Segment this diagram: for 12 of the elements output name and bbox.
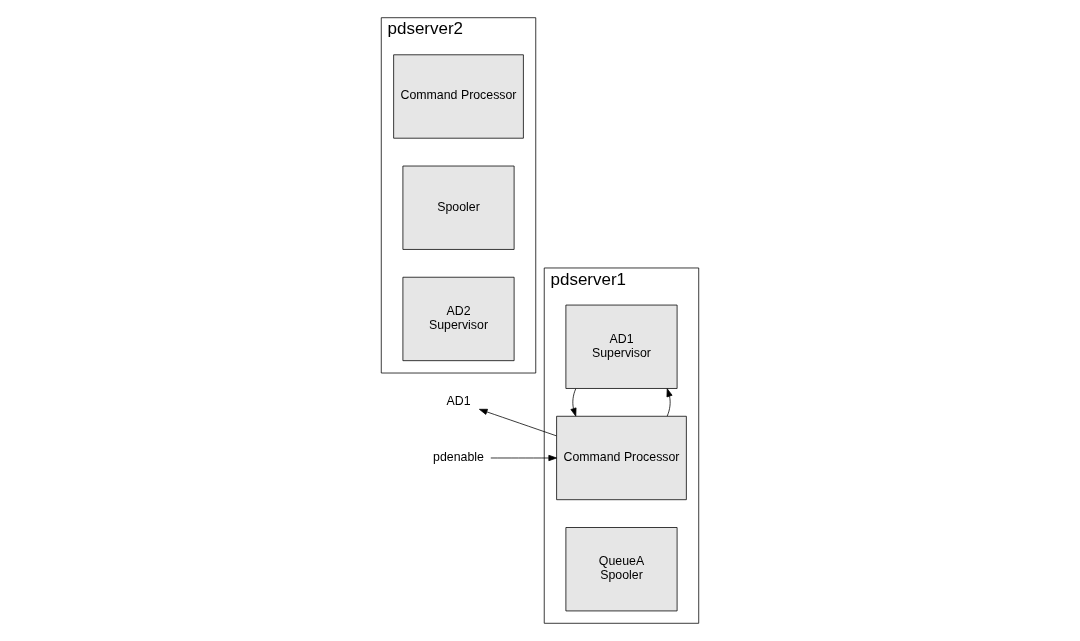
node-box: Command Processor — [556, 415, 687, 501]
node-box: QueueA Spooler — [565, 527, 678, 612]
node-text: pdenable — [433, 449, 484, 464]
node-box: Command Processor — [393, 54, 524, 139]
arrow — [570, 388, 577, 417]
node-box: Spooler — [402, 165, 515, 250]
arrow — [666, 388, 673, 417]
arrow — [490, 454, 557, 462]
arrow — [479, 408, 557, 437]
node-box: AD2 Supervisor — [402, 276, 515, 362]
node-box: AD1 Supervisor — [565, 304, 678, 389]
node-text: AD1 — [446, 394, 471, 409]
